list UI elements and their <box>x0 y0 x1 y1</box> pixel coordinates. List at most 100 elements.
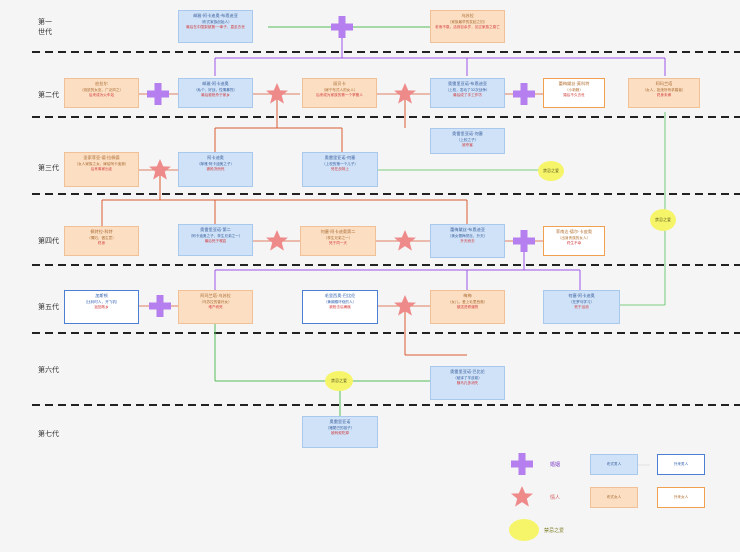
node-fate: 死于同一天 <box>329 241 347 245</box>
node-g4c[interactable]: 何塞·阿卡迪奥第二 （孪生兄弟之一） 死于同一天 <box>300 226 376 256</box>
node-name: 阿卡迪奥 <box>207 155 224 160</box>
node-fate: 婚后不久去世 <box>563 93 585 97</box>
node-desc: （美女蕾梅黛丝，升天） <box>447 234 488 238</box>
node-name: 奥雷里亚诺·何塞 <box>452 131 483 136</box>
node-g2b[interactable]: 邮雅·阿卡迪奥 （私个、好战，性情暴烈） 最后被枪杀于家乡 <box>178 78 253 108</box>
node-desc: （比利时人，开飞机） <box>83 300 120 304</box>
gen-label-5: 第五代 <box>38 303 59 311</box>
descent-g1 <box>214 27 666 76</box>
legend-blue-outline: 外来男人 <box>657 454 705 475</box>
node-g1a[interactable]: 邮雅·阿卡迪奥·布恩迪亚 （布式家族创始人） 最后在中国梨被捆·一辈子，直至去世 <box>178 10 253 43</box>
node-fate: 终身 <box>97 241 106 245</box>
node-fate: 难产而死 <box>208 305 223 309</box>
node-fate: 返回故乡 <box>94 305 109 309</box>
node-name: 阿玛兰塔 <box>655 81 673 86</box>
legend-lover-label: 情人 <box>550 495 561 501</box>
node-g5c[interactable]: 毛里西奥·巴比伦 （黄蝴蝶环绕的人） 被枪击后瘫痪 <box>302 290 378 324</box>
legend-taboo-label: 禁忌之爱 <box>544 528 565 534</box>
node-fate: 死于浴池 <box>574 305 589 309</box>
gen-label-3: 第三代 <box>38 164 59 172</box>
node-name: 乌苏拉 <box>461 13 474 18</box>
node-fate: 终生不幸 <box>566 241 582 245</box>
node-desc: （猪尾巴的孩子） <box>325 426 355 430</box>
node-desc: （女人家族之女，嫁给阿卡迪奥） <box>74 162 129 166</box>
taboo-link-right <box>620 112 666 306</box>
taboo-label: 禁忌之爱 <box>655 217 671 222</box>
node-fate: 被枪击后瘫痪 <box>329 305 351 309</box>
node-name: 丽贝卡 <box>333 81 346 86</box>
node-fate: 后来成为火车站 <box>88 93 115 97</box>
node-g2d[interactable]: 奥雷里亚诺·布恩迪亚 （上校，发动了32次战争） 最后成了手工作坊 <box>430 78 505 108</box>
node-fate: 被送进修道院 <box>456 305 479 309</box>
node-name: 庇拉尔 <box>95 81 108 86</box>
node-g2f[interactable]: 阿玛兰塔 （女人，拒绝所有求婚者） 终身未嫁 <box>628 78 700 108</box>
node-g2a[interactable]: 庇拉尔 （烧鼠的女巫，广泛风之） 后来成为火车站 <box>64 78 139 108</box>
node-fate: 被蚂蚁吃掉 <box>331 431 349 435</box>
node-name: 邮雅·阿卡迪奥·布恩迪亚 <box>193 13 238 18</box>
node-desc: （烧鼠的女巫，广泛风之） <box>79 88 124 92</box>
node-g2c[interactable]: 丽贝卡 （嫁于布式人的女人） 后来成为家族的第一个掌管人 <box>302 78 377 108</box>
node-g5e[interactable]: 何塞·阿卡迪奥 （在罗马学习） 死于浴池 <box>543 290 620 324</box>
node-g4d[interactable]: 蕾梅黛丝·布恩迪亚 （美女蕾梅黛丝，升天） 升天而去 <box>430 224 505 258</box>
node-desc: （布式家族创始人） <box>199 20 232 24</box>
node-fate: 后来离家出走 <box>90 167 113 171</box>
node-name: 佩特拉·科特 <box>90 229 113 234</box>
node-g5b[interactable]: 阿玛兰塔·乌苏拉 （乌苏拉的曾孙女） 难产而死 <box>178 290 253 324</box>
node-name: 蕾梅黛丝·莫科特 <box>558 81 590 86</box>
node-fate: 最后死于喉癌 <box>204 239 227 243</box>
node-g5a[interactable]: 加斯顿 （比利时人，开飞机） 返回故乡 <box>64 290 139 324</box>
node-desc: （女儿，爱上毛里西奥） <box>447 300 488 304</box>
node-desc: （上校的第一个儿子） <box>322 162 358 166</box>
node-name: 奥雷里亚诺·第二 <box>200 227 231 232</box>
node-name: 何塞·阿卡迪奥第二 <box>320 229 356 234</box>
gen-label-1: 第一 世代 <box>38 18 52 36</box>
gen-label-4: 第四代 <box>38 237 59 245</box>
node-desc: （孪生兄弟之一） <box>323 236 353 240</box>
node-desc: （乌苏拉的曾孙女） <box>199 300 232 304</box>
node-desc: （情妇，做生意） <box>87 236 116 240</box>
node-g3a[interactable]: 圣索菲亚·德·拉佩德 （女人家族之女，嫁给阿卡迪奥） 后来离家出走 <box>64 152 139 187</box>
gen-label-6: 第六代 <box>38 366 59 374</box>
node-g1b[interactable]: 乌苏拉 （家族最早的发起之妇） 老而不衰，活到百余岁，见过家族之衰亡 <box>430 10 505 43</box>
node-name: 邮雅·阿卡迪奥 <box>202 81 229 86</box>
node-name: 奥雷里亚诺·何塞 <box>324 155 356 160</box>
generation-dividers <box>32 51 740 406</box>
node-desc: （嫁于布式人的女人） <box>321 88 358 92</box>
node-fate: 最后在中国梨被捆·一辈子，直至去世 <box>186 25 245 29</box>
node-desc: （家族最早的发起之妇） <box>447 20 488 24</box>
node-name: 毛里西奥·巴比伦 <box>324 293 356 298</box>
node-name: 奥雷里亚诺·布恩迪亚 <box>447 81 488 86</box>
node-desc: （邮雅·阿卡迪奥之子） <box>196 162 235 166</box>
node-g3c[interactable]: 奥雷里亚诺·何塞 （上校的第一个儿子） 死在战场上 <box>302 152 378 187</box>
node-name: 圣索菲亚·德·拉佩德 <box>83 155 120 160</box>
node-desc: （在罗马学习） <box>568 300 595 304</box>
node-desc: （私个、好战，性情暴烈） <box>193 88 238 92</box>
node-g4e[interactable]: 菲南达·德尔·卡皮奥 （出身贵族的女人） 终生不幸 <box>543 226 605 256</box>
node-desc: （小新娘） <box>565 88 583 92</box>
node-g2g[interactable]: 奥雷里亚诺·何塞 （上校之子） 被杀害 <box>430 128 505 154</box>
gen-label-7: 第七代 <box>38 430 59 438</box>
node-desc: （上校之子） <box>456 138 479 142</box>
node-g4a[interactable]: 佩特拉·科特 （情妇，做生意） 终身 <box>64 226 139 256</box>
node-g4b[interactable]: 奥雷里亚诺·第二 （阿卡迪奥之子，孪生兄弟之一） 最后死于喉癌 <box>178 224 253 256</box>
legend-orange-outline: 外来女人 <box>657 487 705 508</box>
node-g3b[interactable]: 阿卡迪奥 （邮雅·阿卡迪奥之子） 被枪决而死 <box>178 152 253 187</box>
node-name: 何塞·阿卡迪奥 <box>568 293 595 298</box>
node-fate: 终身未嫁 <box>656 93 672 97</box>
node-name: 蕾梅黛丝·布恩迪亚 <box>450 227 485 232</box>
node-desc: （上校，发动了32次战争） <box>445 88 490 92</box>
node-fate: 被杀害 <box>462 143 473 147</box>
node-fate: 后来成为家族的第一个掌管人 <box>316 93 363 97</box>
node-desc: （破译了羊皮卷） <box>453 376 482 380</box>
node-name: 奥雷里亚诺 <box>329 419 351 424</box>
node-name: 菲南达·德尔·卡皮奥 <box>555 229 593 234</box>
node-fate: 老而不衰，活到百余岁，见过家族之衰亡 <box>435 25 500 29</box>
node-g2e[interactable]: 蕾梅黛丝·莫科特 （小新娘） 婚后不久去世 <box>543 78 605 108</box>
node-g6a[interactable]: 奥雷里亚诺·巴比伦 （破译了羊皮卷） 随马孔多消失 <box>430 366 505 400</box>
node-name: 梅梅 <box>463 293 472 298</box>
node-name: 奥雷里亚诺·巴比伦 <box>450 369 485 374</box>
node-fate: 随马孔多消失 <box>456 381 479 385</box>
node-g7a[interactable]: 奥雷里亚诺 （猪尾巴的孩子） 被蚂蚁吃掉 <box>302 416 378 448</box>
node-fate: 死在战场上 <box>331 167 349 171</box>
node-g5d[interactable]: 梅梅 （女儿，爱上毛里西奥） 被送进修道院 <box>430 290 505 324</box>
